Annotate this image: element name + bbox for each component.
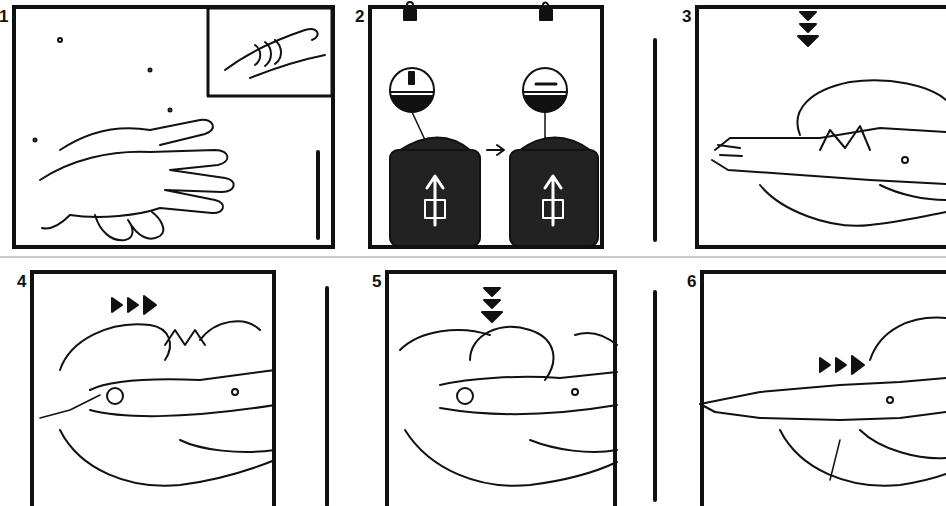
- hands-washing: [34, 8, 333, 240]
- step-panel: 2: [368, 5, 604, 249]
- step-number: 2: [355, 7, 364, 27]
- lancet-device-hand: [700, 318, 946, 486]
- step-number: 1: [0, 7, 8, 27]
- panel-bar: [316, 152, 320, 238]
- panel-bar: [653, 292, 657, 500]
- device-lock-steps: [390, 2, 598, 246]
- step-number: 6: [687, 272, 696, 292]
- lancet-device-hand: [400, 288, 617, 486]
- step-panel: 3: [695, 5, 946, 249]
- lancet-device-hand: [712, 12, 946, 226]
- lancet-device-hand: [40, 296, 275, 486]
- panel-bar: [653, 40, 657, 240]
- step-number: 5: [372, 272, 381, 292]
- row-divider: [0, 257, 946, 258]
- step-panel: 6: [700, 270, 946, 506]
- step-number: 4: [17, 272, 26, 292]
- panel-bar: [325, 288, 329, 505]
- step-panel: 1: [12, 5, 335, 249]
- step-panel: 4: [30, 270, 276, 506]
- step-number: 3: [682, 7, 691, 27]
- step-panel: 5: [385, 270, 617, 506]
